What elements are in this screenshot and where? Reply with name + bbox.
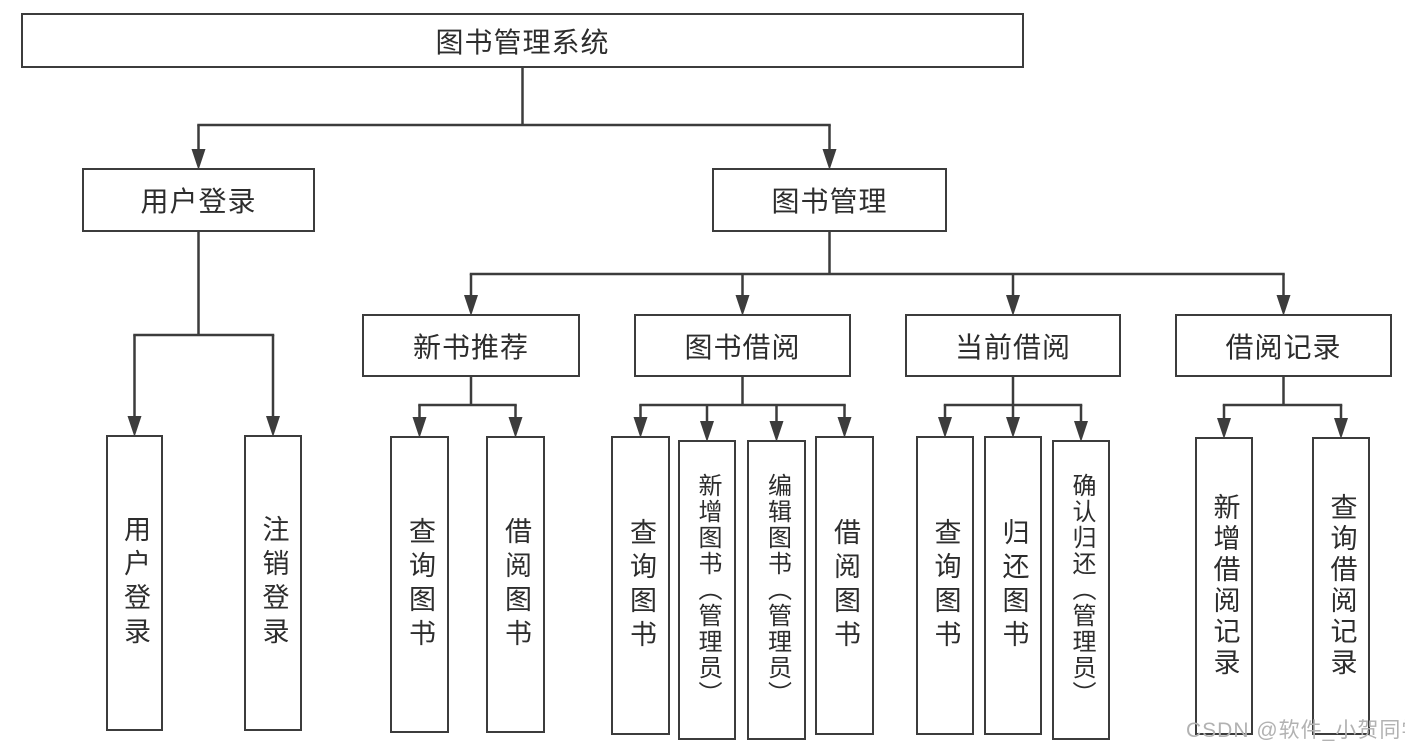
node-label: 查询图书 xyxy=(405,516,435,653)
connector-arrowhead xyxy=(700,421,714,442)
node-label: 图书管理系统 xyxy=(435,26,610,58)
node-label: 借阅图书 xyxy=(501,516,531,653)
connector-arrowhead xyxy=(1217,418,1231,439)
node-label: 图书管理 xyxy=(771,186,888,217)
node-borrow-book-1: 借阅图书 xyxy=(486,436,545,733)
connector-arrowhead xyxy=(735,295,750,316)
connector-arrowhead xyxy=(1334,418,1348,439)
connector-arrowhead xyxy=(1006,417,1020,438)
connector-arrowhead xyxy=(191,149,206,170)
node-label: 用户登录 xyxy=(120,515,150,651)
node-label: 当前借阅 xyxy=(954,331,1071,363)
node-borrow-records: 借阅记录 xyxy=(1175,314,1392,377)
node-edit-book-admin: 编辑图书（管理员） xyxy=(747,440,806,740)
node-label: 查询借阅记录 xyxy=(1326,493,1357,679)
node-label: 新增借阅记录 xyxy=(1209,493,1240,679)
node-borrow-book-2: 借阅图书 xyxy=(815,436,874,735)
node-user-login: 用户登录 xyxy=(82,168,315,232)
node-label: 归还图书 xyxy=(998,517,1029,654)
csdn-watermark: CSDN @软件_小贺同学 xyxy=(1186,719,1405,742)
connector-arrowhead xyxy=(464,295,478,316)
connector-arrowhead xyxy=(508,417,523,438)
node-label: 查询图书 xyxy=(626,517,656,654)
node-label: 注销登录 xyxy=(258,515,289,651)
node-label: 图书借阅 xyxy=(684,331,801,363)
node-label: 查询图书 xyxy=(930,517,961,654)
node-book-management: 图书管理 xyxy=(712,168,947,232)
node-logout: 注销登录 xyxy=(244,435,302,731)
connector-arrowhead xyxy=(769,421,784,442)
node-label: 确认归还（管理员） xyxy=(1068,473,1095,707)
node-query-book-3: 查询图书 xyxy=(916,436,974,735)
node-query-borrow-record: 查询借阅记录 xyxy=(1312,437,1370,735)
connector-arrowhead xyxy=(837,417,852,438)
connector-arrowhead xyxy=(1276,295,1291,316)
node-root: 图书管理系统 xyxy=(21,13,1024,68)
node-confirm-return-admin: 确认归还（管理员） xyxy=(1052,440,1110,740)
connector-arrowhead xyxy=(1006,295,1020,316)
connector-arrowhead xyxy=(1074,421,1088,442)
node-label: 用户登录 xyxy=(140,186,257,217)
node-label: 新增图书（管理员） xyxy=(694,473,721,707)
node-label: 新书推荐 xyxy=(412,331,529,363)
node-add-book-admin: 新增图书（管理员） xyxy=(678,440,736,740)
node-label: 借阅记录 xyxy=(1225,331,1342,363)
connector-arrowhead xyxy=(633,417,648,438)
node-query-book-2: 查询图书 xyxy=(611,436,670,735)
node-add-borrow-record: 新增借阅记录 xyxy=(1195,437,1253,735)
connector-arrowhead xyxy=(127,416,142,437)
connector-arrowhead xyxy=(412,417,427,438)
node-new-book-recommend: 新书推荐 xyxy=(362,314,580,377)
connector-arrowhead xyxy=(822,149,837,170)
node-user-login-leaf: 用户登录 xyxy=(106,435,163,731)
node-return-book: 归还图书 xyxy=(984,436,1042,735)
node-label: 借阅图书 xyxy=(830,517,860,654)
connector-arrowhead xyxy=(266,416,280,437)
node-book-borrow: 图书借阅 xyxy=(634,314,851,377)
node-label: 编辑图书（管理员） xyxy=(763,473,791,707)
connector-arrowhead xyxy=(938,417,952,438)
node-current-borrow: 当前借阅 xyxy=(905,314,1121,377)
node-query-book-1: 查询图书 xyxy=(390,436,449,733)
